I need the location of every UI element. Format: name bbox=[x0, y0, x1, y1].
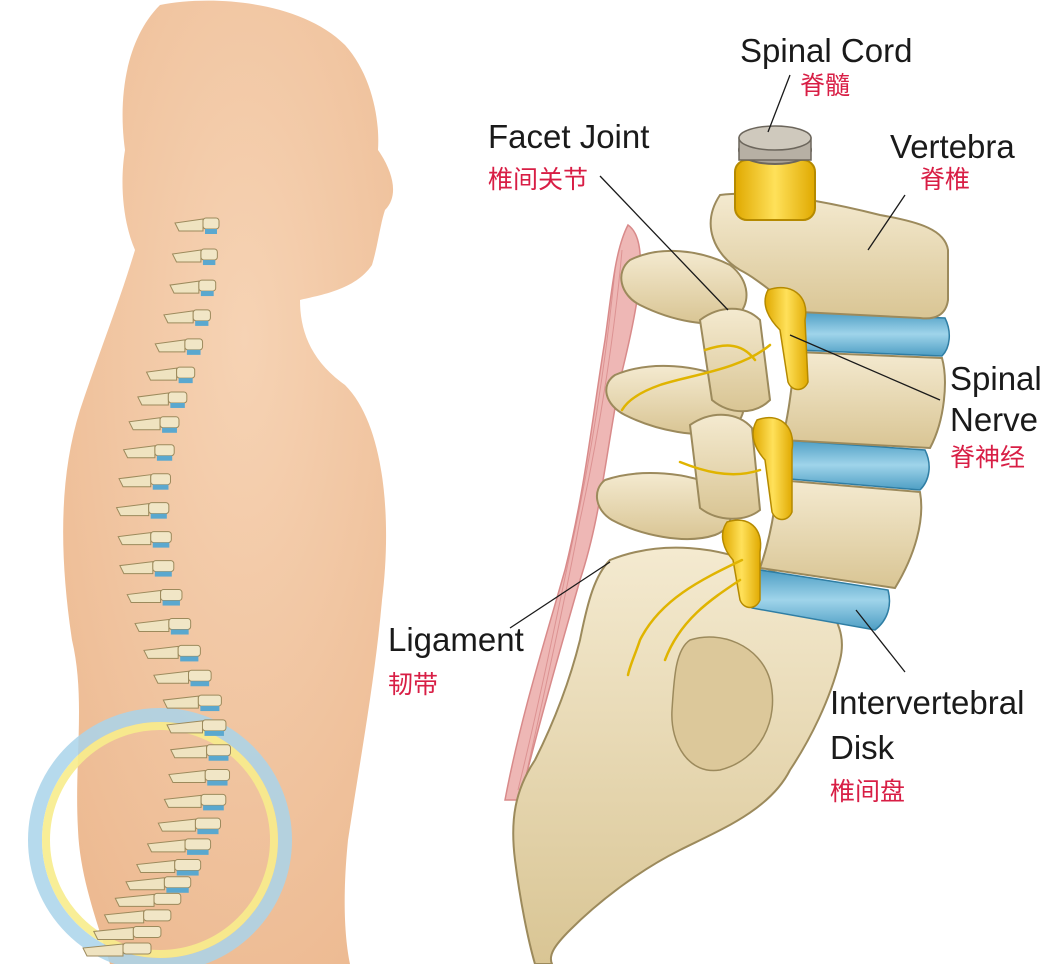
body-spine-vertebra bbox=[200, 793, 227, 806]
body-spine-vertebra bbox=[150, 473, 171, 486]
spinal-cord-en: Spinal Cord bbox=[740, 32, 913, 69]
body-spine-vertebra bbox=[204, 769, 231, 782]
body-spine-disk bbox=[150, 513, 167, 519]
posterior-processes bbox=[596, 250, 772, 541]
vertebra-label: Vertebra 脊椎 bbox=[890, 128, 1015, 194]
intervertebral-disk-en-2: Disk bbox=[830, 728, 895, 766]
body-spine-disk bbox=[203, 805, 224, 811]
vertebra-en: Vertebra bbox=[890, 128, 1015, 165]
intervertebral-disk-zh: 椎间盘 bbox=[830, 777, 906, 807]
body-spine-vertebra bbox=[160, 589, 183, 602]
body-spine-disk bbox=[187, 849, 209, 855]
body-spine-disk bbox=[170, 402, 185, 408]
body-spine-vertebra bbox=[202, 217, 220, 230]
body-spine-vertebra bbox=[200, 248, 218, 261]
body-spine-disk bbox=[190, 681, 210, 687]
body-spine-vertebra bbox=[150, 531, 172, 544]
body-spine-disk bbox=[202, 260, 216, 266]
body-spine-vertebra bbox=[167, 391, 188, 404]
spinal-cord-top bbox=[734, 125, 816, 221]
spinal-nerves bbox=[721, 286, 809, 609]
body-spine-vertebra bbox=[176, 366, 196, 379]
body-spine-disk bbox=[207, 780, 228, 786]
body-spine-vertebra bbox=[132, 925, 162, 938]
body-spine-disk bbox=[208, 755, 229, 761]
vertebral-bodies bbox=[709, 192, 949, 590]
body-spine-disk bbox=[178, 378, 193, 384]
body-spine-disk bbox=[200, 291, 214, 297]
ligament-fibers bbox=[517, 249, 623, 791]
intervertebral-disk-en-1: Intervertebral bbox=[830, 684, 1025, 721]
body-spine-vertebra bbox=[143, 909, 172, 922]
body-spine-vertebra bbox=[194, 817, 222, 830]
body-spine-vertebra bbox=[184, 838, 212, 851]
body-spine-disk bbox=[197, 829, 219, 835]
body-spine-disk bbox=[166, 887, 189, 893]
body-spine bbox=[82, 217, 231, 957]
body-spine-disk bbox=[195, 320, 209, 326]
spinal-nerve-en-2: Nerve bbox=[950, 400, 1039, 438]
facet-joint-label: Facet Joint 椎间关节 bbox=[488, 118, 650, 194]
body-spine-disk bbox=[170, 629, 189, 635]
ligament-zh: 韧带 bbox=[388, 669, 439, 699]
body-spine-vertebra bbox=[153, 892, 182, 905]
lumbar-highlight-ring bbox=[28, 708, 292, 964]
body-spine-disk bbox=[156, 455, 173, 461]
body-spine-vertebra bbox=[198, 279, 217, 292]
body-spine-vertebra bbox=[163, 876, 192, 889]
body-spine-vertebra bbox=[152, 560, 175, 573]
body-spine-disk bbox=[205, 229, 217, 234]
body-spine-vertebra bbox=[177, 644, 201, 657]
facet-joint-zh: 椎间关节 bbox=[488, 164, 589, 194]
vertebra-zh: 脊椎 bbox=[920, 164, 971, 194]
body-spine-disk bbox=[162, 427, 177, 433]
body-spine-vertebra bbox=[174, 859, 202, 872]
spinal-cord-label: Spinal Cord 脊髓 bbox=[740, 32, 913, 100]
body-spine-disk bbox=[180, 656, 199, 662]
ligament-label: Ligament 韧带 bbox=[388, 621, 524, 699]
body-spine-vertebra bbox=[154, 444, 175, 457]
body-spine-vertebra bbox=[206, 744, 231, 757]
body-spine-vertebra bbox=[197, 694, 222, 707]
spinal-cord-zh: 脊髓 bbox=[800, 70, 851, 100]
body-silhouette bbox=[63, 0, 393, 964]
body-spine-vertebra bbox=[184, 338, 204, 351]
body-spine-disk bbox=[204, 730, 224, 736]
body-spine-disk bbox=[154, 571, 172, 577]
body-spine-disk bbox=[152, 542, 170, 548]
body-spine-vertebra bbox=[148, 502, 170, 515]
body-spine-disk bbox=[176, 870, 199, 876]
body-spine-disk bbox=[186, 349, 201, 355]
intervertebral-disk-label: Intervertebral Disk 椎间盘 bbox=[830, 684, 1025, 807]
body-spine-vertebra bbox=[201, 719, 227, 732]
body-spine-vertebra bbox=[192, 309, 211, 322]
body-spine-vertebra bbox=[188, 669, 212, 682]
body-spine-disk bbox=[200, 706, 220, 712]
body-spine-vertebra bbox=[168, 618, 192, 631]
sacrum-detail bbox=[671, 636, 774, 772]
facet-joint-en: Facet Joint bbox=[488, 118, 650, 155]
ligament-en: Ligament bbox=[388, 621, 524, 658]
spinal-nerve-zh: 脊神经 bbox=[950, 443, 1026, 473]
spinal-nerve-en-1: Spinal bbox=[950, 360, 1042, 397]
body-spine-disk bbox=[152, 484, 169, 490]
body-spine-disk bbox=[162, 600, 180, 606]
spinal-nerve-label: Spinal Nerve 脊神经 bbox=[950, 360, 1042, 473]
leader-lines bbox=[509, 74, 941, 673]
nerve-branches bbox=[620, 343, 772, 677]
body-spine-vertebra bbox=[159, 416, 180, 429]
intervertebral-disks bbox=[749, 311, 950, 631]
body-spine-vertebra bbox=[122, 942, 152, 955]
